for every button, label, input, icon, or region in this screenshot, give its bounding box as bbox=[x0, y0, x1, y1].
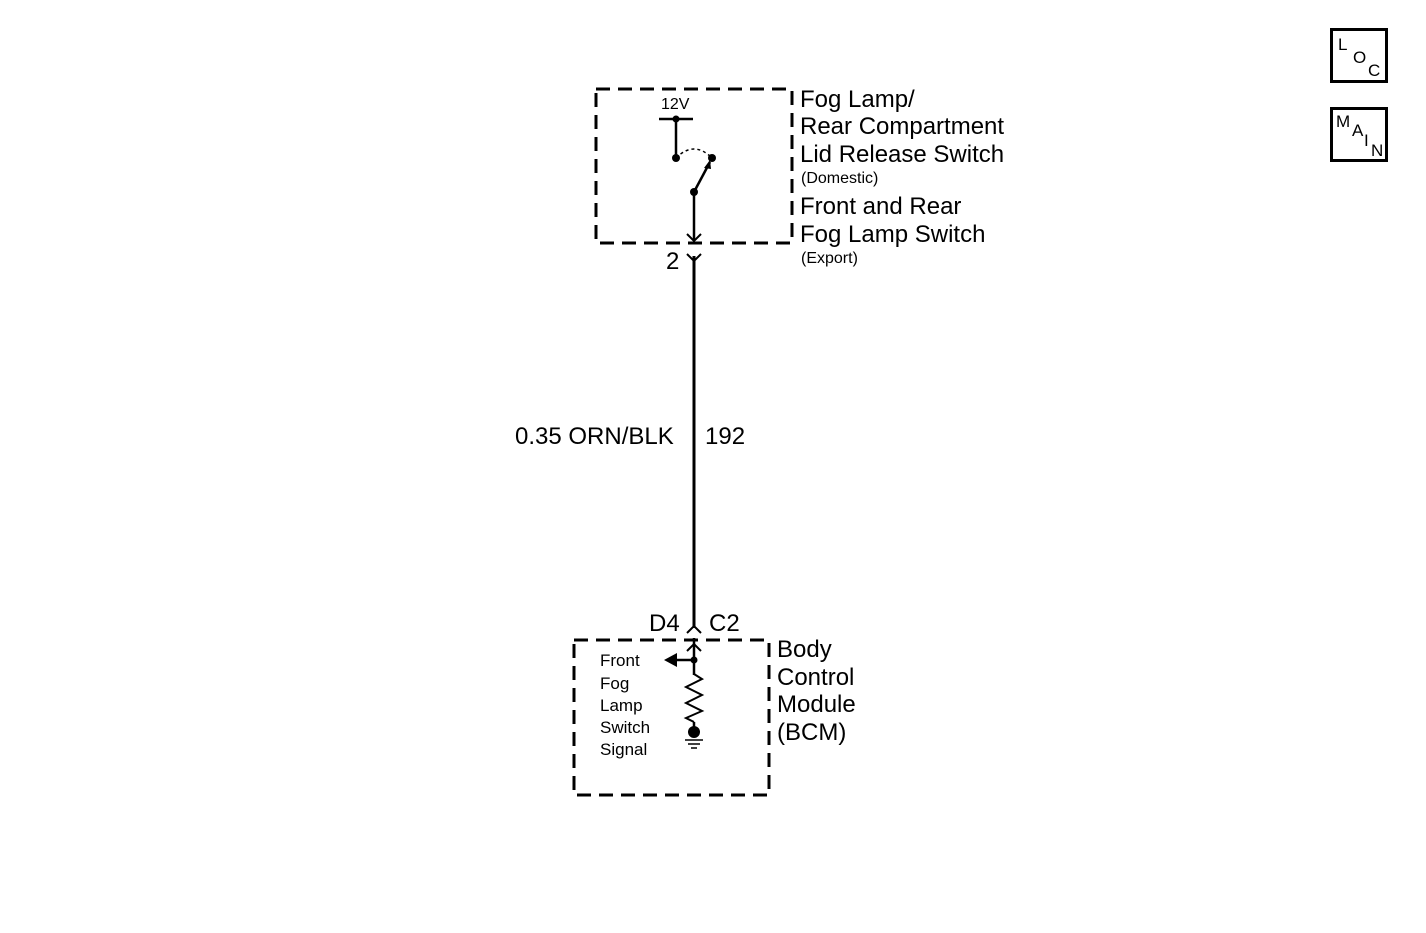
loc-letter-3: C bbox=[1368, 61, 1381, 80]
signal-arrow bbox=[664, 653, 677, 667]
wire-circuit-label: 192 bbox=[705, 423, 746, 450]
bcm-connector-label: C2 bbox=[709, 610, 740, 637]
connector-2-pin-label: 2 bbox=[666, 248, 680, 275]
ground-node bbox=[688, 726, 700, 738]
signal-label-line2: Fog bbox=[600, 674, 630, 693]
loc-letter-2: O bbox=[1353, 48, 1367, 67]
switch-name-line3: Lid Release Switch bbox=[800, 141, 1005, 168]
main-letter-4: N bbox=[1371, 141, 1384, 160]
switch-name-line2: Rear Compartment bbox=[800, 113, 1005, 140]
bcm-name-line4: (BCM) bbox=[777, 719, 847, 746]
pull-down-resistor bbox=[683, 673, 705, 723]
wire-spec-label: 0.35 ORN/BLK bbox=[515, 423, 674, 450]
signal-label-line5: Signal bbox=[600, 740, 648, 759]
switch-blade-arrow bbox=[704, 160, 711, 169]
main-letter-3: I bbox=[1364, 131, 1369, 150]
loc-letter-1: L bbox=[1338, 35, 1348, 54]
signal-label-line4: Switch bbox=[600, 718, 651, 737]
main-letter-1: M bbox=[1336, 112, 1351, 131]
switch-name-line5: Fog Lamp Switch bbox=[800, 221, 986, 248]
switch-component-box bbox=[594, 87, 794, 245]
switch-variant-domestic: (Domestic) bbox=[801, 170, 879, 187]
main-button[interactable]: M A I N bbox=[1330, 107, 1388, 162]
switch-name-line4: Front and Rear bbox=[800, 193, 962, 220]
bcm-input-arrow bbox=[686, 642, 702, 652]
switch-ganged-link bbox=[675, 148, 713, 159]
loc-button[interactable]: L O C bbox=[1330, 28, 1388, 83]
switch-output-arrow bbox=[686, 233, 702, 243]
signal-label-line1: Front bbox=[600, 651, 640, 670]
connector-c2-symbol bbox=[686, 624, 702, 634]
signal-label-line3: Lamp bbox=[600, 696, 643, 715]
voltage-label: 12V bbox=[661, 96, 690, 113]
bcm-pin-label: D4 bbox=[649, 610, 680, 637]
switch-variant-export: (Export) bbox=[801, 250, 858, 267]
bcm-name-line2: Control bbox=[777, 664, 855, 691]
bcm-name-line3: Module bbox=[777, 691, 856, 718]
bcm-component-box bbox=[572, 638, 771, 797]
switch-name-line1: Fog Lamp/ bbox=[800, 86, 915, 113]
bcm-name-line1: Body bbox=[777, 636, 832, 663]
voltage-node bbox=[672, 115, 680, 123]
main-letter-2: A bbox=[1352, 121, 1364, 140]
